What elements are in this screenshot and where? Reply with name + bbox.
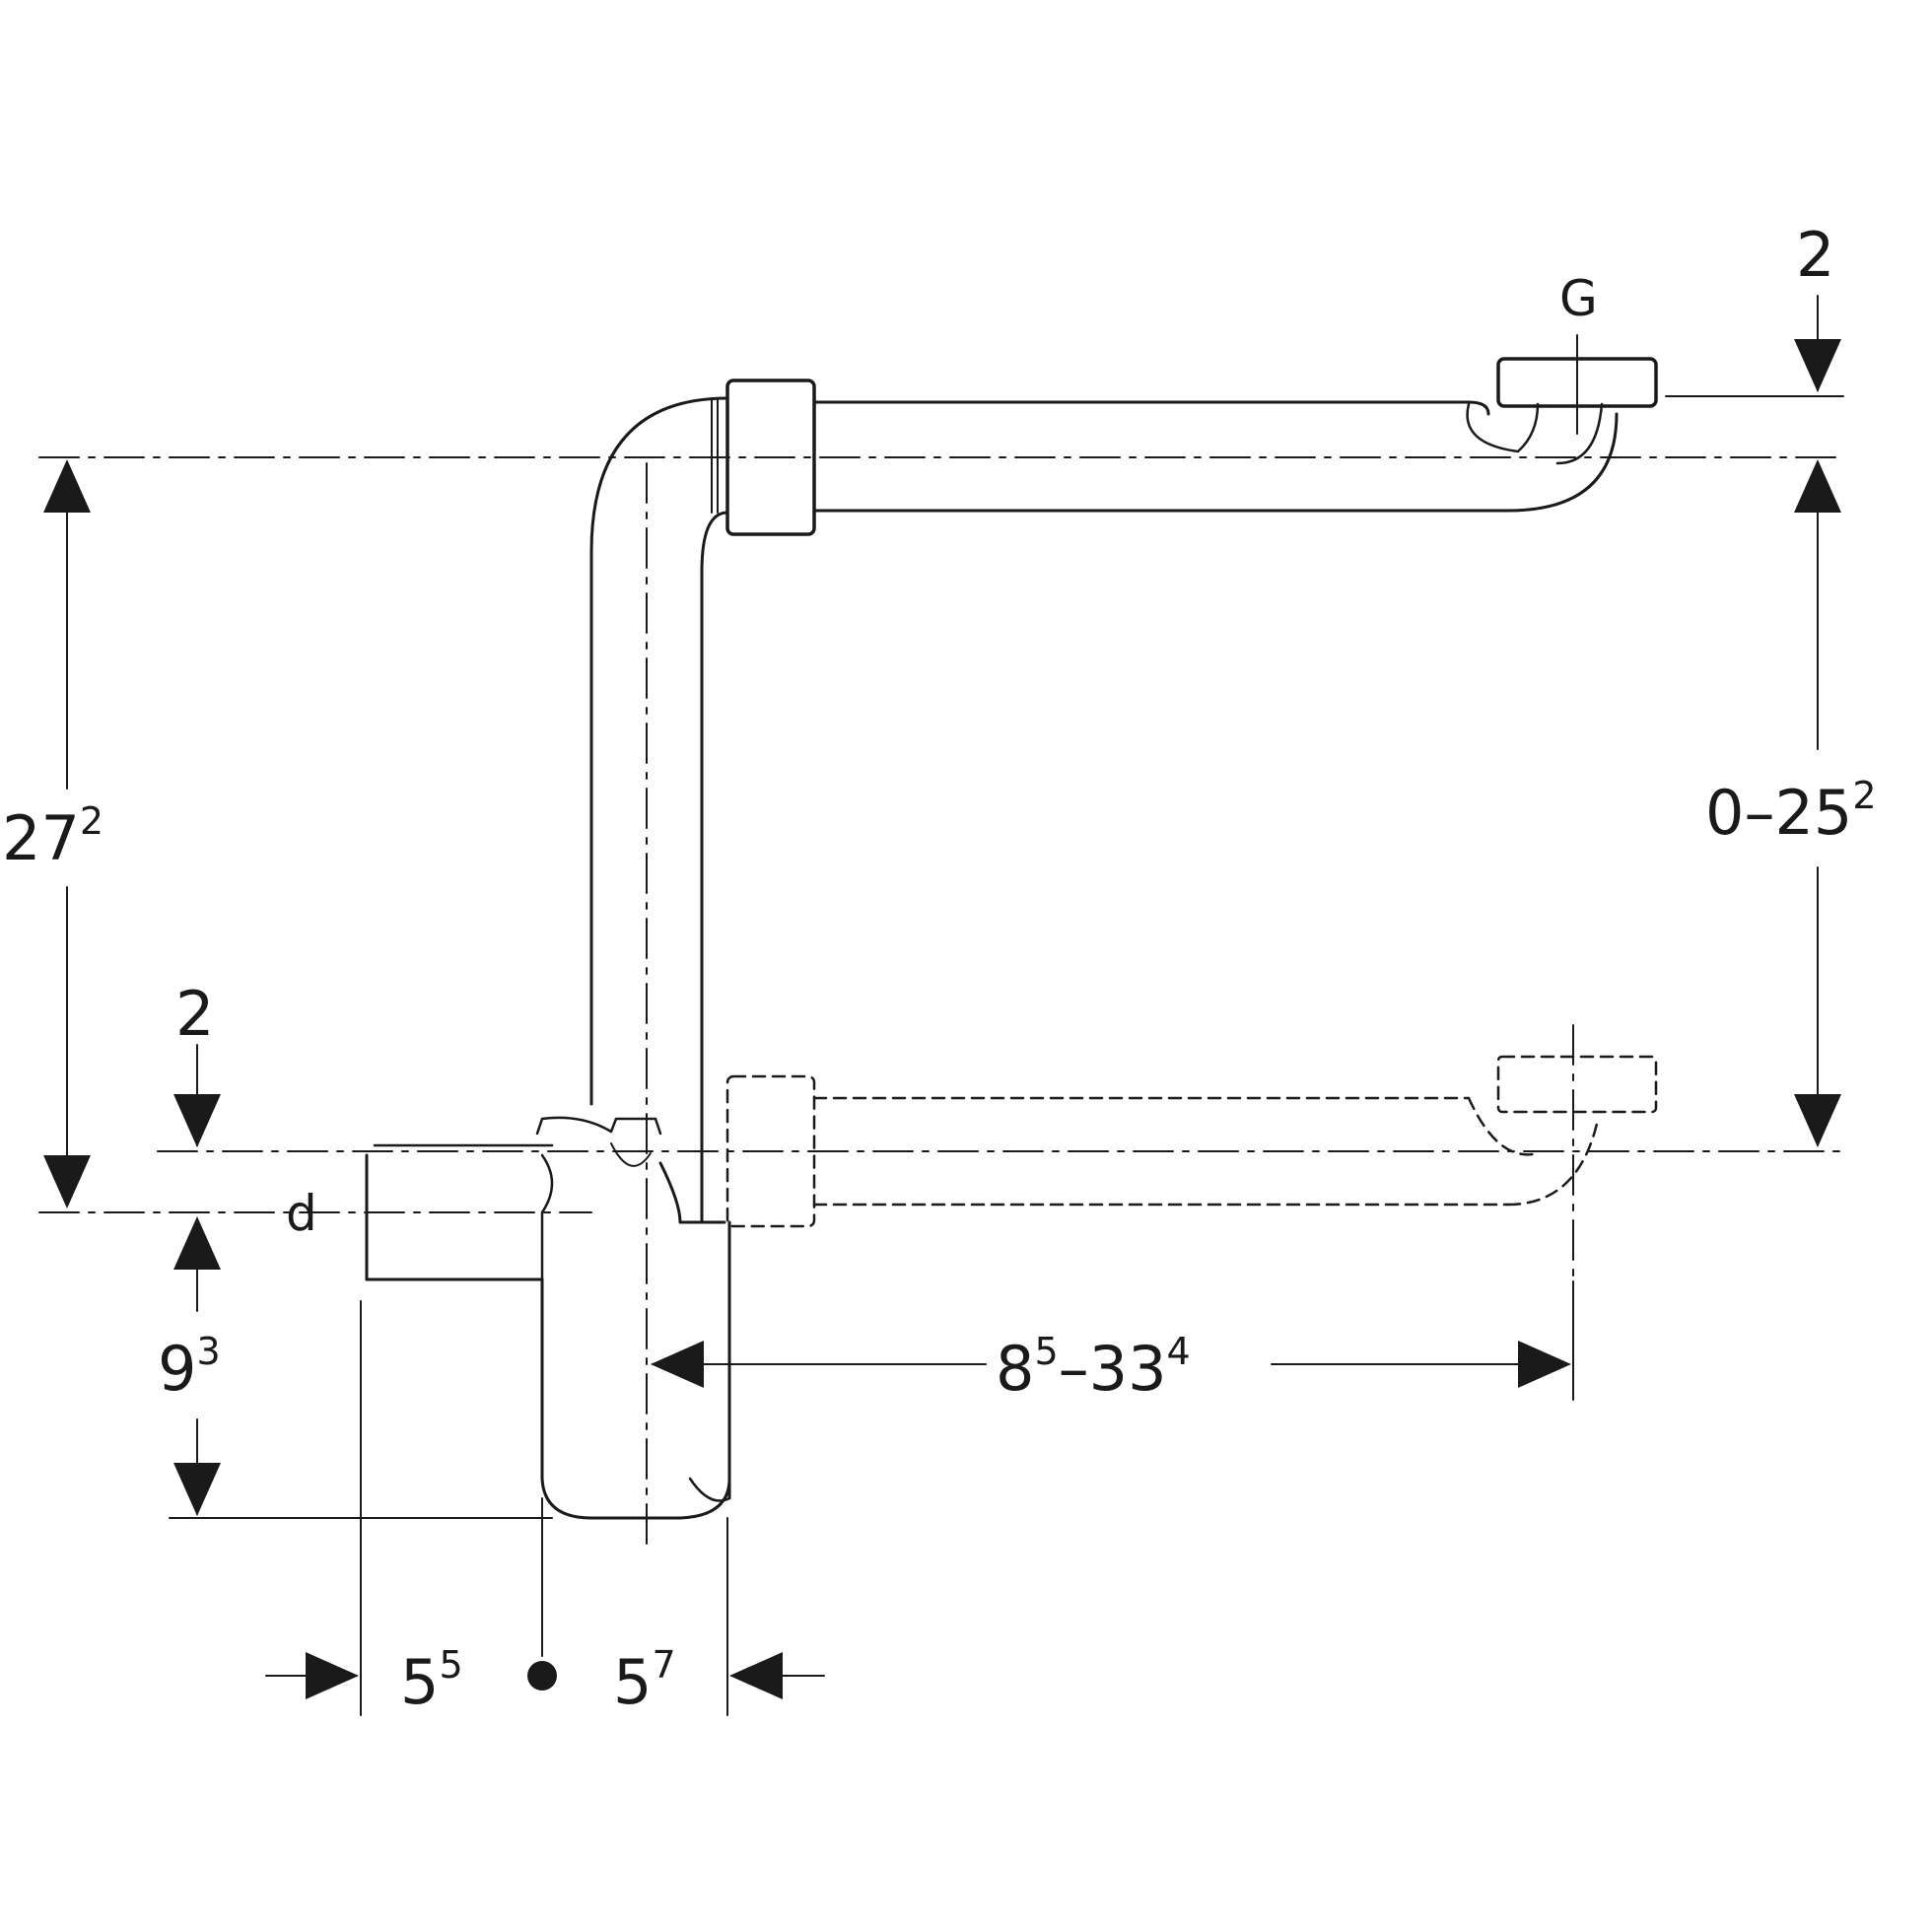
arrow-272-bottom [43,1155,91,1208]
label-2-left: 2 [175,978,214,1050]
label-57: 57 [613,1643,676,1718]
label-93-base: 9 [158,1333,196,1405]
siphon-body [365,1116,731,1520]
label-93: 93 [158,1330,221,1405]
lower-drain-pipe-alt [725,1055,1658,1228]
arrow-272-top [43,459,91,513]
label-reach-b-sup: 4 [1167,1330,1191,1373]
labels: G 2 272 0–252 2 d 93 85–334 55 57 [2,219,1877,1718]
label-57-sup: 7 [652,1643,675,1687]
label-272-sup: 2 [80,799,104,843]
arrow-57-right [729,1652,783,1699]
overflow-head [1496,334,1658,435]
label-connection-g: G [1559,270,1598,327]
arrow-55-left [306,1652,359,1699]
vertical-pipe [589,396,729,1224]
arrowheads [43,339,1841,1699]
label-0252: 0–252 [1705,774,1877,849]
label-55-sup: 5 [439,1643,462,1687]
arrow-2-left [173,1094,221,1147]
label-55-base: 5 [400,1646,439,1718]
label-93-sup: 3 [196,1330,220,1373]
dimension-lines [66,295,1819,1677]
label-diameter-d: d [286,1185,317,1242]
arrow-0252-top [1794,459,1841,513]
label-0252-sup: 2 [1852,774,1876,817]
label-272: 272 [2,799,104,874]
extension-lines [169,395,1844,1716]
label-272-base: 27 [2,802,80,874]
arrow-reach-right [1518,1341,1571,1388]
label-reach-a-base: 8 [996,1333,1034,1405]
label-reach-b-base: 33 [1089,1333,1167,1405]
label-2-top-right: 2 [1796,219,1834,291]
label-55: 55 [400,1643,463,1718]
arrow-reach-left [651,1341,704,1388]
label-reach-sep: – [1059,1333,1089,1405]
axis-dot [527,1661,557,1690]
upper-drain-pipe [812,400,1619,513]
label-reach-a-sup: 5 [1034,1330,1058,1373]
center-lines [38,456,1844,1549]
label-0252-base: 0–25 [1705,777,1852,849]
label-57-base: 5 [613,1646,652,1718]
arrow-2-top-right [1794,339,1841,392]
arrow-93-bottom [173,1463,221,1516]
arrow-0252-bottom [1794,1094,1841,1147]
arrow-93-top [173,1216,221,1270]
label-reach: 85–334 [996,1330,1191,1405]
